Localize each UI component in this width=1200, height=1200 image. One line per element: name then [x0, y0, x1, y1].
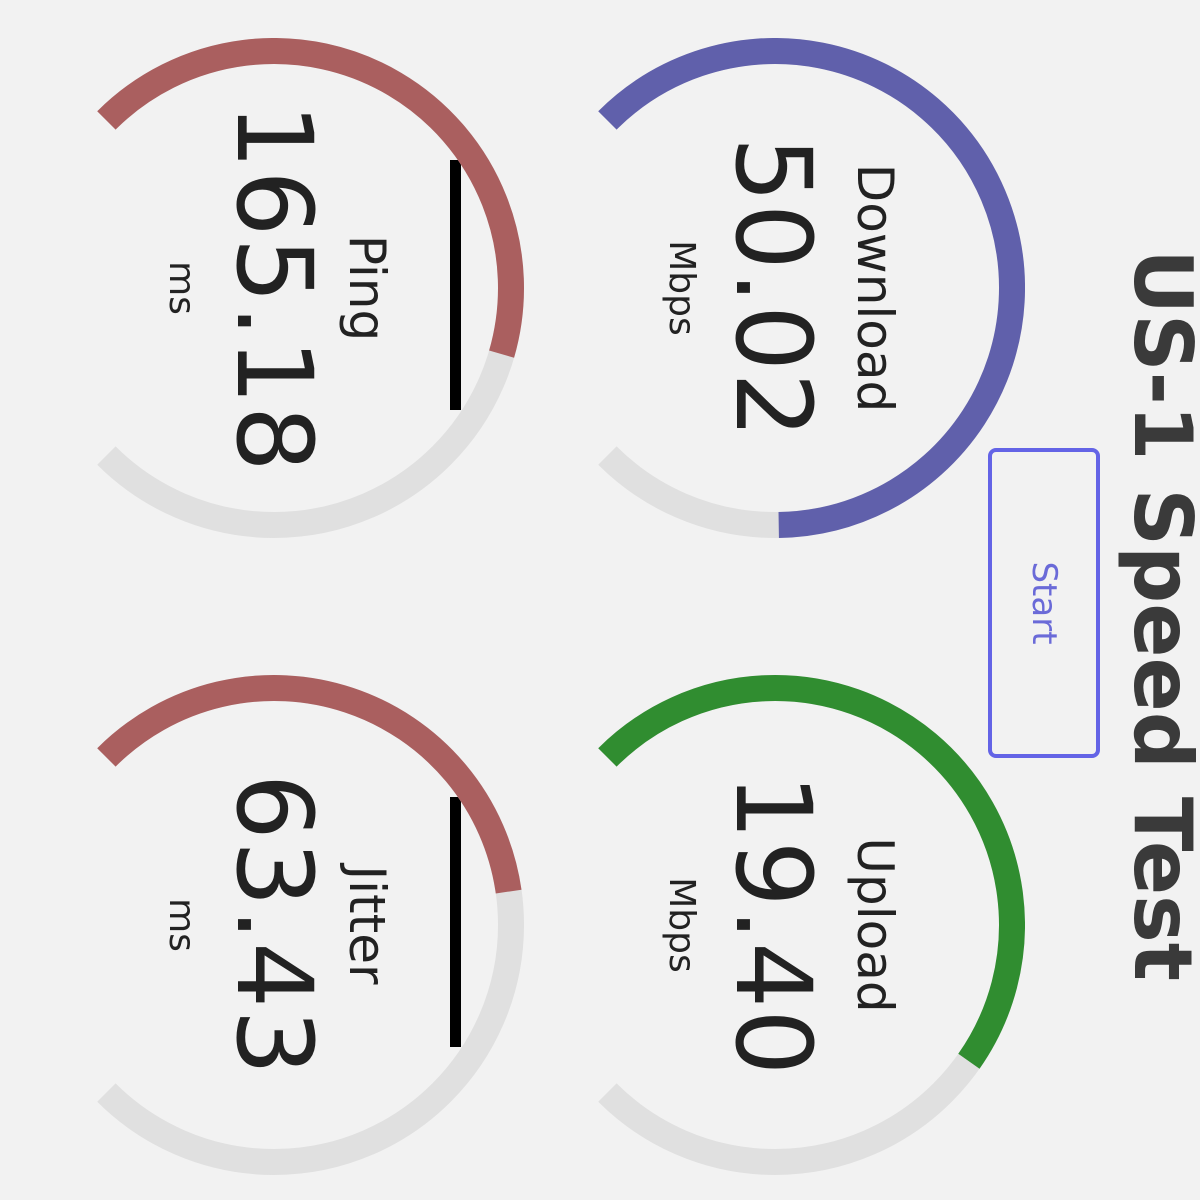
- ping-label: Ping: [338, 234, 396, 342]
- jitter-label: Jitter: [338, 865, 396, 985]
- download-gauge: [598, 38, 1025, 538]
- ping-value: 165.18: [213, 103, 335, 473]
- jitter-gauge: [97, 675, 524, 1175]
- ping-gauge: [97, 38, 524, 538]
- upload-gauge: [598, 675, 1025, 1175]
- upload-label: Upload: [846, 837, 904, 1013]
- jitter-meter: Jitter 63.43 ms: [24, 675, 524, 1175]
- ping-meter: Ping 165.18 ms: [24, 38, 524, 538]
- download-unit: Mbps: [661, 240, 702, 336]
- download-value: 50.02: [712, 136, 834, 440]
- ping-gauge-bar: [97, 38, 524, 358]
- upload-gauge-bar: [598, 675, 1025, 1069]
- jitter-value: 63.43: [213, 773, 335, 1077]
- download-meter: Download 50.02 Mbps: [525, 38, 1025, 538]
- page-title: US-1 Speed Test: [1116, 249, 1200, 981]
- jitter-unit: ms: [161, 898, 202, 952]
- download-label: Download: [846, 163, 904, 413]
- download-gauge-bar: [598, 38, 1025, 538]
- upload-meter: Upload 19.40 Mbps: [525, 675, 1025, 1175]
- ping-unit: ms: [161, 261, 202, 315]
- upload-value: 19.40: [712, 773, 834, 1077]
- upload-unit: Mbps: [661, 877, 702, 973]
- jitter-gauge-bar: [97, 675, 522, 894]
